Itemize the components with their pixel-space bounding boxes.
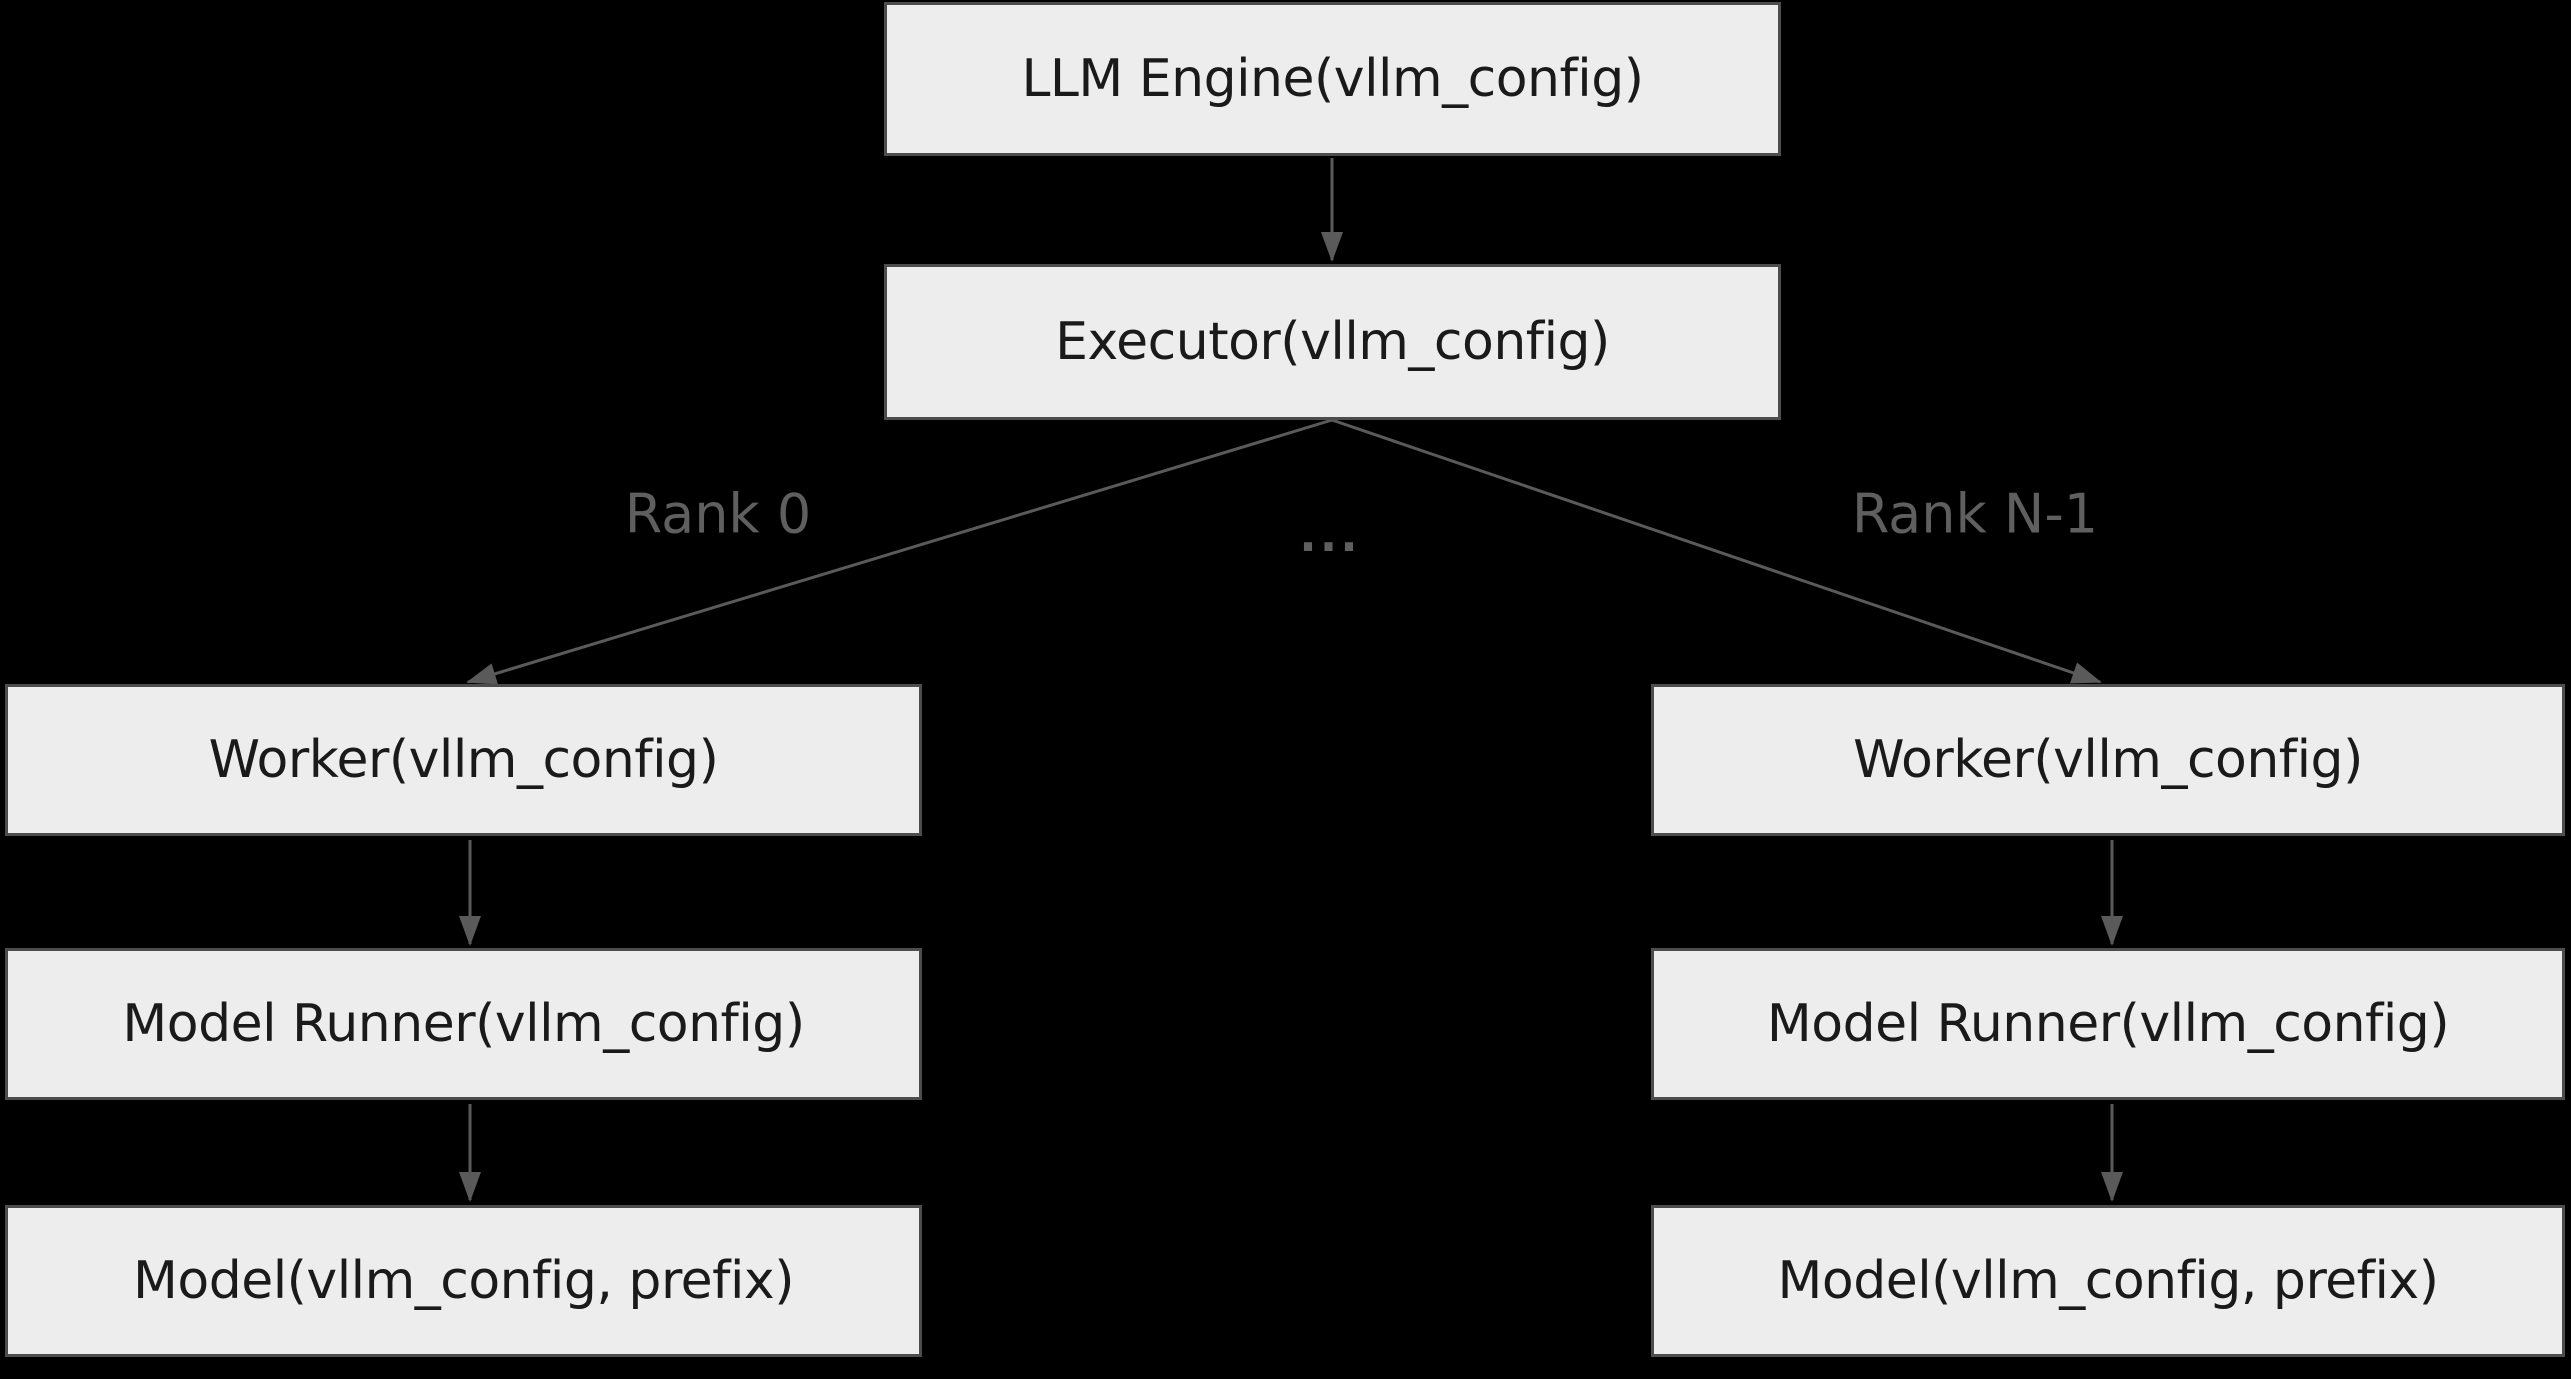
node-worker-rankn-label: Worker(vllm_config) <box>1853 730 2363 790</box>
edge-label-rank-0: Rank 0 <box>624 482 812 546</box>
node-model-runner-rank0: Model Runner(vllm_config) <box>5 948 922 1100</box>
node-worker-rank0-label: Worker(vllm_config) <box>208 730 719 790</box>
node-worker-rank0: Worker(vllm_config) <box>5 684 922 836</box>
node-model-runner-rankn-label: Model Runner(vllm_config) <box>1766 994 2450 1054</box>
edge-executor-to-worker-left <box>466 418 1333 685</box>
node-model-rank0: Model(vllm_config, prefix) <box>5 1205 922 1357</box>
node-model-runner-rank0-label: Model Runner(vllm_config) <box>122 994 805 1054</box>
edge-label-ellipsis: ... <box>1299 508 1361 562</box>
node-model-rankn-label: Model(vllm_config, prefix) <box>1777 1251 2439 1311</box>
node-model-rankn: Model(vllm_config, prefix) <box>1651 1205 2565 1357</box>
node-worker-rankn: Worker(vllm_config) <box>1651 684 2565 836</box>
node-model-runner-rankn: Model Runner(vllm_config) <box>1651 948 2565 1100</box>
node-executor-label: Executor(vllm_config) <box>1055 312 1610 372</box>
edge-executor-to-worker-right <box>1331 418 2102 684</box>
node-llm-engine: LLM Engine(vllm_config) <box>884 2 1781 156</box>
node-executor: Executor(vllm_config) <box>884 264 1781 420</box>
edge-label-rank-n-1: Rank N-1 <box>1851 482 2099 546</box>
node-model-rank0-label: Model(vllm_config, prefix) <box>133 1251 794 1311</box>
node-llm-engine-label: LLM Engine(vllm_config) <box>1021 49 1644 109</box>
